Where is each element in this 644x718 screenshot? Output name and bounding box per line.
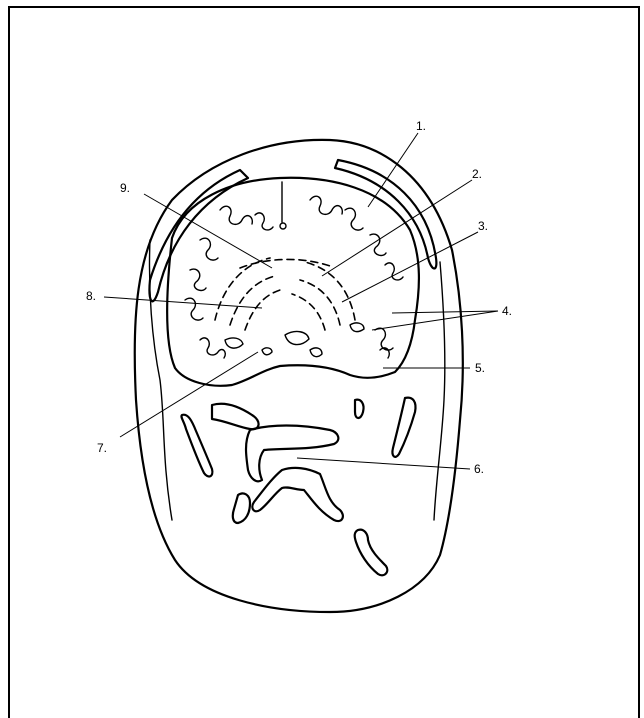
label-6: 6.: [474, 462, 484, 476]
jaw-left-fragment: [233, 493, 250, 523]
leader-7: [120, 352, 258, 437]
label-5: 5.: [475, 361, 485, 375]
leader-2: [322, 180, 472, 276]
jaw-fragment-bottom: [355, 530, 388, 576]
ventricle-shape-3: [310, 348, 322, 357]
scalp-inner-line-right: [434, 262, 445, 520]
leader-4a: [392, 311, 498, 313]
gyri-right-low: [375, 328, 393, 358]
tongue-structure: [252, 468, 342, 521]
white-matter-left: [215, 258, 280, 330]
fissure-node: [280, 223, 286, 229]
label-9: 9.: [120, 181, 130, 195]
ventricle-shape-5: [350, 323, 364, 332]
skull-band-right: [335, 160, 436, 269]
ventricle-shape-4: [262, 348, 272, 355]
nasal-upper-right: [355, 400, 364, 418]
corpus-callosum: [240, 259, 330, 268]
nasal-left-strip: [181, 415, 212, 477]
label-3: 3.: [478, 219, 488, 233]
ventricle-shape-2: [285, 332, 309, 345]
leader-6: [297, 458, 470, 469]
label-1: 1.: [416, 119, 426, 133]
nasal-upper-left: [212, 404, 259, 430]
ventricle-shape-1: [225, 338, 243, 348]
label-4: 4.: [502, 304, 512, 318]
leader-4b: [372, 311, 498, 330]
label-2: 2.: [472, 167, 482, 181]
palate-structure: [246, 426, 338, 482]
leader-8: [104, 297, 262, 308]
white-matter-right: [292, 262, 355, 330]
gyri-right-top: [310, 196, 403, 280]
nasal-right-strip: [392, 398, 415, 457]
label-8: 8.: [86, 289, 96, 303]
gyri-left-top: [190, 206, 273, 290]
label-7: 7.: [97, 441, 107, 455]
